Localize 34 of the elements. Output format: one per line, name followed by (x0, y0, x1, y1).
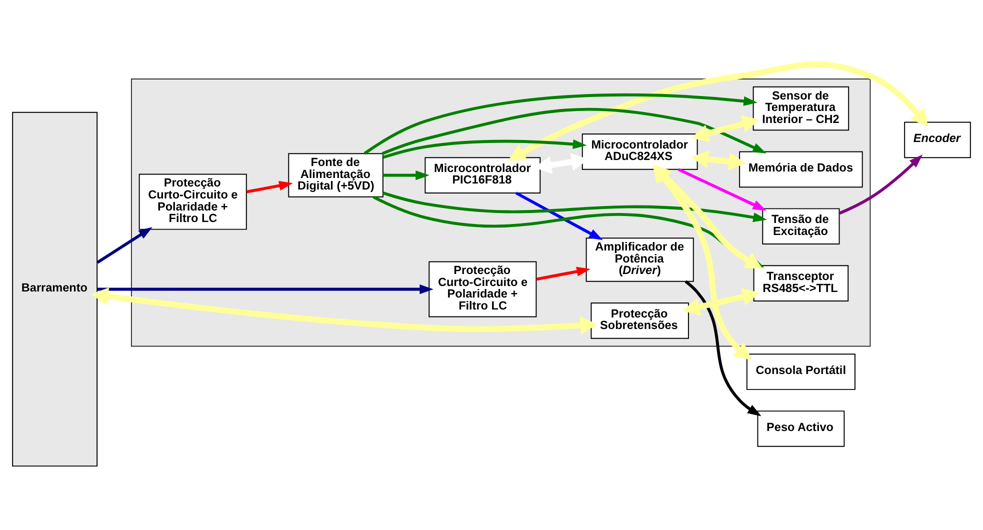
arrow (678, 168, 767, 211)
node-box: Microcontrolador ADuC824XS (582, 134, 698, 170)
arrow (97, 284, 434, 294)
arrow (383, 170, 430, 180)
arrow (536, 266, 590, 281)
arrow (382, 139, 587, 159)
node-box: Protecção Sobretensões (590, 302, 689, 339)
arrow (691, 115, 760, 142)
node-box: Protecção Curto-Circuito e Polaridade + Filtro LC (138, 174, 247, 230)
cluster (130, 78, 871, 347)
node-box: Transceptor RS485<->TTL (753, 265, 849, 302)
node-box: Tensão de Excitação (762, 208, 840, 245)
arrow (382, 108, 766, 155)
arrow (691, 150, 746, 170)
arrow (682, 288, 760, 316)
arrow (246, 180, 293, 194)
node-box: Protecção Curto-Circuito e Polaridade + Filtro LC (428, 261, 537, 318)
node-box: Consola Portátil (746, 354, 856, 390)
arrow (838, 154, 923, 215)
arrow (364, 93, 758, 155)
arrow (96, 227, 152, 264)
node-box: Sensor de Temperatura Interior – CH2 (752, 86, 850, 131)
node-box: Memória de Dados (739, 151, 863, 188)
arrow (382, 192, 767, 222)
node-box: Encoder (904, 122, 971, 158)
arrow (515, 192, 603, 240)
arrow (90, 287, 598, 334)
node-box: Fonte de Alimentação Digital (+5VD) (288, 153, 384, 198)
node-box: Microcontrolador PIC16F818 (424, 157, 541, 194)
node-box: Amplificador de Potência (Driver) (586, 238, 694, 282)
arrow (684, 280, 762, 416)
arrow (508, 61, 928, 161)
node-box: Peso Activo (757, 410, 845, 447)
node-box: Barramento (12, 112, 98, 467)
